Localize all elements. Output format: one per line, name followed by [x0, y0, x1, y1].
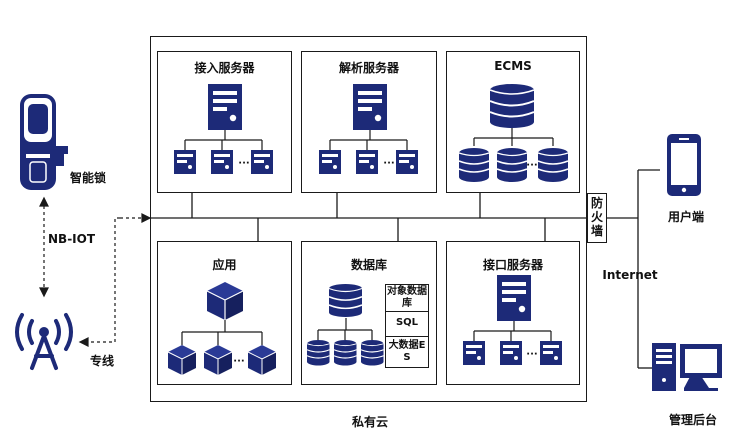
- dedicated-line-label: 专线: [90, 354, 115, 368]
- smart-lock-icon: [20, 94, 68, 190]
- ellipsis: ···: [233, 356, 245, 367]
- label-database: 数据库: [350, 258, 387, 272]
- ellipsis: ···: [238, 158, 250, 169]
- db-item-sql: SQL: [395, 317, 419, 328]
- private-cloud-title: 私有云: [351, 415, 388, 429]
- network-bus: [150, 169, 660, 369]
- firewall-box: [587, 193, 607, 243]
- ellipsis: ···: [383, 158, 395, 169]
- ecms-database-icons: [458, 83, 569, 183]
- nb-iot-link: [39, 196, 49, 298]
- interface-server-icons: [463, 275, 562, 365]
- internet-label: Internet: [602, 268, 658, 282]
- label-ecms: ECMS: [494, 59, 532, 73]
- nb-iot-label: NB-IOT: [48, 232, 96, 246]
- db-items-table: [385, 284, 429, 368]
- smart-lock-label: 智能锁: [70, 171, 107, 185]
- db-item-bigdata-es: 大数据ES: [388, 340, 426, 363]
- antenna-tower-icon: [15, 313, 73, 370]
- computer-icon: [652, 343, 722, 391]
- ellipsis: ···: [526, 160, 538, 171]
- db-table-divider: [385, 336, 429, 337]
- db-table-divider: [385, 311, 429, 312]
- ellipsis: ···: [526, 349, 538, 360]
- db-item-object-db: 对象数据库: [387, 286, 427, 309]
- label-parse-server: 解析服务器: [338, 61, 399, 75]
- user-end-label: 用户端: [667, 210, 704, 224]
- admin-label: 管理后台: [668, 413, 717, 427]
- database-cylinder-icons: [306, 283, 385, 367]
- access-server-icons: [174, 84, 273, 174]
- firewall-label: 防火墙: [590, 196, 603, 238]
- label-interface-server: 接口服务器: [482, 258, 543, 272]
- phone-icon: [667, 134, 701, 196]
- label-app: 应用: [212, 258, 237, 272]
- label-access-server: 接入服务器: [194, 61, 255, 75]
- dedicated-line-link: [78, 213, 152, 347]
- parse-server-icons: [319, 84, 418, 174]
- app-cube-icons: [167, 281, 277, 376]
